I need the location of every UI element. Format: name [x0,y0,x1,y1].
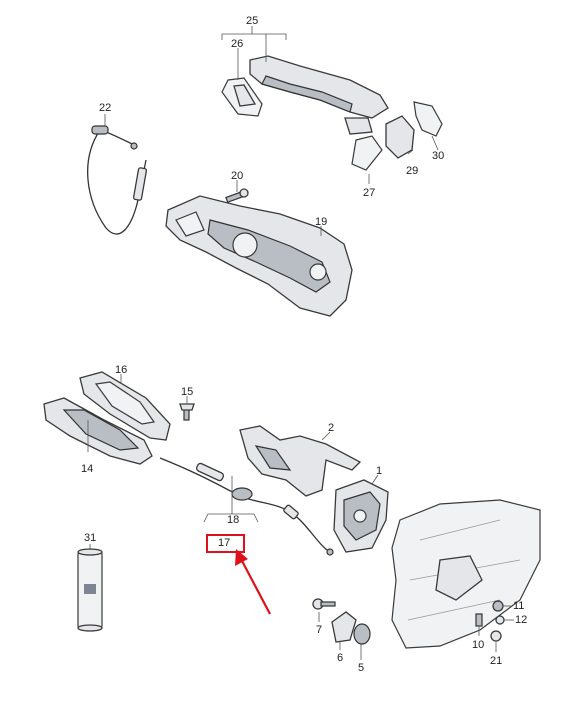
callout-14: 14 [81,463,93,475]
callout-12: 12 [515,614,527,626]
part-15-screw [179,403,195,421]
highlight-arrow-shaft [240,558,271,615]
callout-16: 16 [115,364,127,376]
door-shell [391,499,541,649]
part-22-bowden-cable [87,125,148,235]
callout-5: 5 [358,662,364,674]
part-10-bolt [475,613,483,627]
part-25-outer-door-handle [249,55,389,135]
callout-19: 19 [315,216,327,228]
callout-7: 7 [316,624,322,636]
highlight-box [206,534,245,553]
callout-21: 21 [490,655,502,667]
part-1-door-lock [333,479,389,553]
part-5-cover-cap [353,623,371,645]
part-20-screw [225,188,249,204]
part-29-lock-cylinder-cap [385,115,415,159]
callout-27: 27 [363,187,375,199]
callout-11: 11 [513,600,524,612]
callout-labels: 25 26 22 20 19 27 29 30 16 15 14 2 1 18 … [81,15,527,674]
part-30-cap-cover [413,101,443,137]
part-11-nut [492,600,504,612]
callout-31: 31 [84,532,96,544]
part-26-handle-gasket [221,77,263,117]
callout-10: 10 [472,639,484,651]
callout-6: 6 [337,652,343,664]
part-31-lubricant-can [77,548,103,632]
part-19-handle-carrier [165,195,353,317]
part-16-handle-trim [79,371,171,441]
callout-26: 26 [231,38,243,50]
part-14-interior-handle [43,397,153,465]
part-17-18-release-cable [159,457,334,556]
part-7-screw [312,598,336,610]
highlight-arrow-head [235,549,248,566]
callout-30: 30 [432,150,444,162]
part-27-handle-gasket-rear [351,135,383,171]
callout-1: 1 [376,465,382,477]
callout-2: 2 [328,422,334,434]
callout-20: 20 [231,170,243,182]
part-12-clip [495,615,505,625]
part-21-washer [490,630,502,642]
callout-17: 17 [218,537,230,549]
callout-29: 29 [406,165,418,177]
part-2-lock-bracket [239,425,362,497]
callout-25: 25 [246,15,258,27]
part-6-mount-plate [331,611,357,643]
callout-15: 15 [181,386,193,398]
callout-22: 22 [99,102,111,114]
highlight-annotation [206,534,271,615]
callout-18: 18 [227,514,239,526]
leader-lines [87,26,514,660]
